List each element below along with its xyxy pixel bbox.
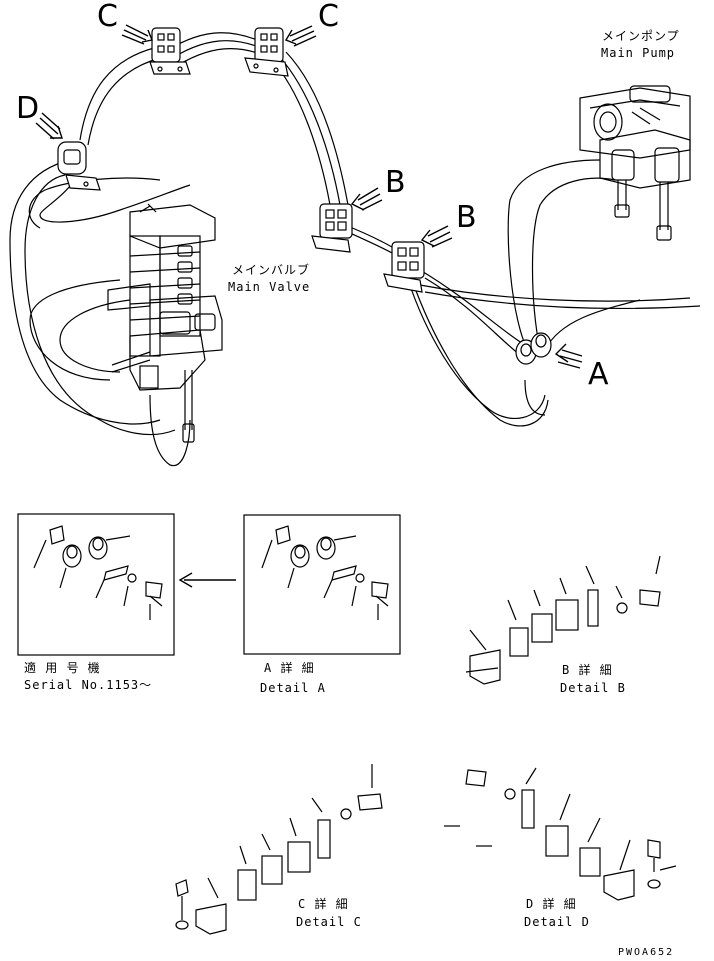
clamp-b-lower [383,241,425,293]
serial-parts [33,525,236,620]
detail-c-label-en: Detail C [296,915,362,929]
main-valve-label-en: Main Valve [228,280,311,294]
main-pump-label-en: Main Pump [601,46,676,60]
main-valve-body [107,203,223,443]
detail-d-parts [444,767,677,901]
callout-arrows [35,24,583,369]
callout-a: A [588,357,609,392]
serial-label-en: Serial No.1153～ [24,678,153,692]
detail-a-frame [243,514,401,655]
detail-a-label-jp: A 詳 細 [264,661,315,675]
drawing-code: PWOA652 [618,947,675,958]
main-valve-label-jp: メインバルブ [232,263,311,277]
clamp-a [515,332,552,365]
serial-label-jp: 適 用 号 機 [24,661,101,675]
detail-a-label-en: Detail A [260,681,326,695]
callout-c-right: C [318,0,339,34]
detail-d-label-en: Detail D [524,915,590,929]
clamp-d [57,141,101,191]
detail-c-label-jp: C 詳 細 [298,897,349,911]
clamp-c-left [149,27,191,75]
clamp-c-right [244,27,289,77]
detail-b-label-jp: B 詳 細 [562,663,613,677]
callout-b-upper: B [385,165,406,200]
callout-d: D [16,91,40,126]
main-pump-label-jp: メインポンプ [602,29,680,43]
callout-b-lower: B [456,200,477,235]
clamp-b-upper [311,203,353,253]
main-pump-body [579,85,691,241]
detail-d-label-jp: D 詳 細 [526,897,577,911]
detail-c-parts [175,764,383,935]
serial-detail-frame [17,513,175,656]
detail-b-label-en: Detail B [560,681,626,695]
detail-b-parts [465,555,661,685]
callout-c-left: C [97,0,118,34]
detail-a-parts [261,525,389,620]
